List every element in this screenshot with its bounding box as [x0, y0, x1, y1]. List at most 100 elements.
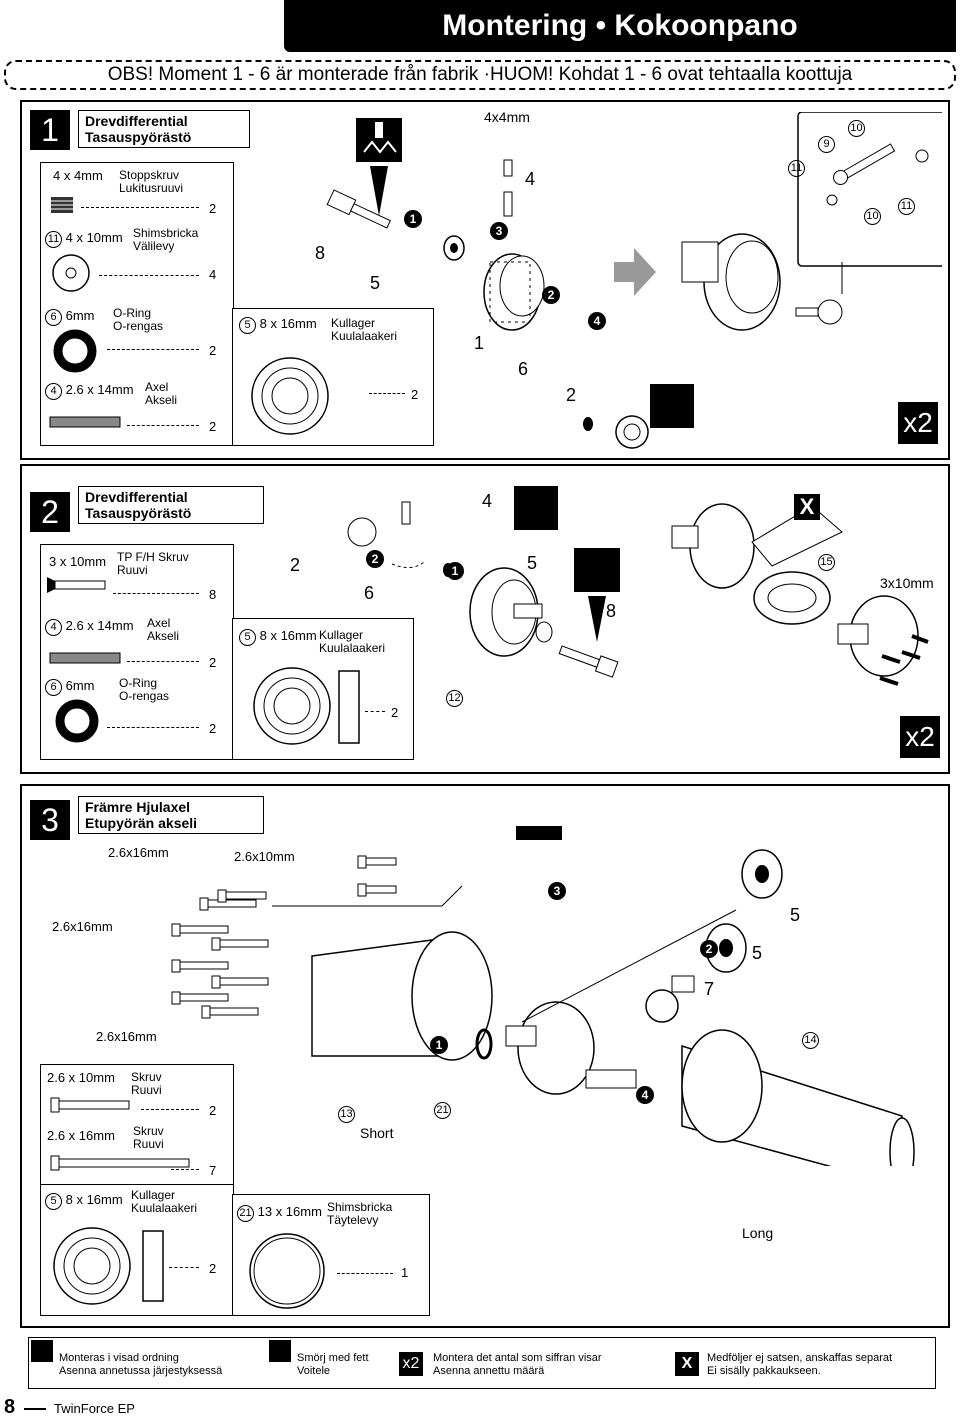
- part-qty: 2: [391, 705, 399, 720]
- long-label: Long: [742, 1225, 774, 1241]
- callout: 21: [434, 1102, 451, 1119]
- part-qty: 2: [411, 387, 419, 402]
- part-size: 4 2.6 x 14mm: [45, 619, 134, 636]
- callout: 1: [430, 1036, 448, 1054]
- callout: 5: [752, 943, 763, 963]
- part-size: 2.6 x 16mm: [47, 1128, 115, 1143]
- part-qty: 2: [209, 419, 217, 434]
- part-size: 4 x 4mm: [53, 168, 103, 183]
- callout: 2: [366, 550, 384, 568]
- step-2-number: 2: [30, 492, 70, 532]
- bearing-icon: [53, 1227, 131, 1305]
- callout: 9: [818, 136, 835, 153]
- callout: 4: [588, 312, 606, 330]
- callout: 14: [802, 1032, 819, 1049]
- step-1-number: 1: [30, 110, 70, 150]
- part-size: 11 4 x 10mm: [45, 231, 123, 248]
- callout: 2: [542, 286, 560, 304]
- part-qty: 1: [401, 1265, 409, 1280]
- callout: 15: [818, 554, 835, 571]
- callout: 10: [864, 208, 881, 225]
- callout: 4: [636, 1086, 654, 1104]
- callout: 12: [446, 690, 463, 707]
- screw-icon: [50, 1155, 190, 1171]
- callout: 4: [525, 169, 536, 189]
- part-qty: 7: [209, 1163, 217, 1178]
- multiplier-badge: x2: [900, 716, 940, 758]
- part-size: 5 8 x 16mm: [45, 1193, 123, 1210]
- callout: 2: [290, 555, 301, 575]
- part-qty: 2: [209, 721, 217, 736]
- part-qty: 8: [209, 587, 217, 602]
- axle-icon: [49, 652, 121, 664]
- callout: 5: [790, 905, 801, 925]
- axle-icon: [49, 416, 121, 428]
- callout: 6: [364, 583, 375, 603]
- screw-size-label: 2.6x10mm: [234, 849, 295, 864]
- callout: 2: [566, 385, 577, 405]
- callout: 5: [527, 553, 538, 573]
- callout: 11: [898, 198, 915, 215]
- factory-notice: OBS! Moment 1 - 6 är monterade från fabr…: [4, 60, 956, 90]
- part-size: 2.6 x 10mm: [47, 1070, 115, 1085]
- part-qty: 2: [209, 655, 217, 670]
- not-included-icon: X: [794, 494, 820, 520]
- callout: 11: [788, 160, 805, 177]
- callout: 1: [446, 562, 464, 580]
- bearing-icon: [253, 667, 331, 745]
- short-label: Short: [360, 1125, 394, 1141]
- o-ring-icon: [55, 699, 99, 743]
- part-qty: 4: [209, 267, 217, 282]
- washer-icon: [52, 254, 90, 292]
- part-size: 5 8 x 16mm: [239, 317, 317, 334]
- callout: 3: [490, 222, 508, 240]
- part-qty: 2: [209, 1261, 217, 1276]
- callout: 10: [848, 120, 865, 137]
- step-2-diagram: [347, 486, 929, 686]
- callout: 2: [700, 940, 718, 958]
- callout: 13: [338, 1106, 355, 1123]
- callout: 3: [548, 882, 566, 900]
- screw-size-label: 2.6x16mm: [108, 845, 169, 860]
- callout: 1: [474, 333, 485, 353]
- bearing-side-icon: [338, 670, 360, 744]
- step-3-number: 3: [30, 800, 70, 840]
- callout: 5: [370, 273, 381, 293]
- callout: 8: [315, 243, 326, 263]
- page-title: Montering • Kokoonpano: [284, 0, 956, 52]
- part-size: 21 13 x 16mm: [237, 1205, 322, 1222]
- step-3-diagram: [171, 826, 915, 1166]
- callout: 6: [518, 359, 529, 379]
- flat-head-screw-icon: [47, 577, 106, 593]
- part-size: 6 6mm: [45, 309, 95, 326]
- set-screw-icon: [51, 197, 73, 213]
- part-size: 3 x 10mm: [49, 554, 107, 569]
- page-footer: 8 TwinForce EP: [4, 1396, 135, 1419]
- not-included-icon: X: [675, 1352, 699, 1376]
- part-qty: 2: [209, 201, 217, 216]
- part-size: 4 2.6 x 14mm: [45, 383, 134, 400]
- part-qty: 2: [209, 1103, 217, 1118]
- multiplier-icon: x2: [399, 1352, 423, 1376]
